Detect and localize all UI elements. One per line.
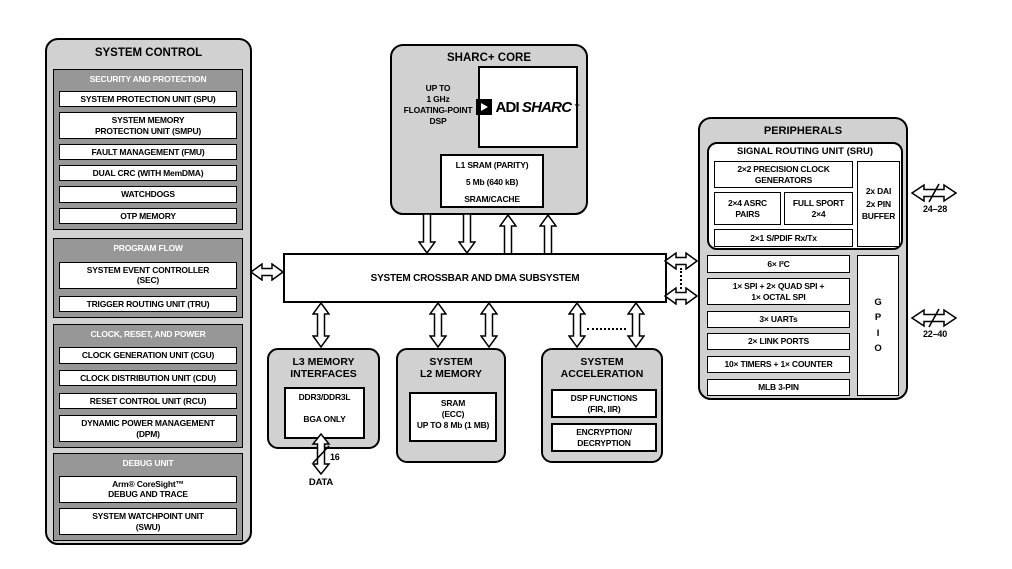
acceleration-title: SYSTEM ACCELERATION — [560, 356, 644, 381]
ddr3-box: DDR3/DDR3L BGA ONLY — [284, 387, 365, 439]
section-header: CLOCK, RESET, AND POWER — [90, 329, 206, 339]
section-debug-unit: DEBUG UNIT Arm® CoreSight™ DEBUG AND TRA… — [53, 453, 243, 541]
spi-box: 1× SPI + 2× QUAD SPI + 1× OCTAL SPI — [707, 278, 850, 305]
crossbar-l2-bidir-arrow-icon — [429, 302, 447, 348]
l1-sram-box: L1 SRAM (PARITY) 5 Mb (640 kB) SRAM/CACH… — [440, 154, 544, 208]
crossbar-l3-bidir-arrow-icon — [312, 302, 330, 348]
encryption-box: ENCRYPTION/ DECRYPTION — [551, 423, 657, 452]
crossbar-accel-bidir-arrow-icon — [568, 302, 586, 348]
l3-memory-title: L3 MEMORY INTERFACES — [290, 356, 357, 381]
trademark-symbol: ™ — [574, 104, 580, 110]
sru-title: SIGNAL ROUTING UNIT (SRU) — [737, 146, 873, 157]
system-control-box: SYSTEM CONTROL SECURITY AND PROTECTION S… — [45, 38, 252, 545]
dotted-connector — [587, 328, 626, 330]
spdif-box: 2×1 S/PDIF Rx/Tx — [714, 229, 853, 247]
crossbar-to-core-up-arrow-icon — [499, 214, 517, 254]
section-header: PROGRAM FLOW — [113, 243, 183, 253]
section-header: DEBUG UNIT — [122, 458, 174, 468]
block-watchdogs: WATCHDOGS — [59, 186, 237, 203]
adi-logo-text: ADI — [495, 98, 519, 116]
dotted-connector — [680, 268, 682, 289]
adi-sharc-logo-box: ADI SHARC ™ — [476, 66, 580, 148]
adi-triangle-icon — [476, 99, 493, 115]
block-coresight: Arm® CoreSight™ DEBUG AND TRACE — [59, 475, 237, 503]
core-to-crossbar-down-arrow-icon — [418, 214, 436, 254]
i2c-box: 6× I²C — [707, 255, 850, 273]
core-description: UP TO 1 GHz FLOATING-POINT DSP — [403, 83, 473, 127]
gpio-box: G P I O — [857, 255, 899, 396]
dai-pin-buffer-box: 2x DAI 2x PIN BUFFER — [857, 161, 900, 247]
l2-memory-title: SYSTEM L2 MEMORY — [419, 356, 483, 381]
sru-box: SIGNAL ROUTING UNIT (SRU) 2×2 PRECISION … — [707, 142, 903, 250]
block-otp-memory: OTP MEMORY — [59, 207, 237, 224]
block-dual-crc: DUAL CRC (WITH MemDMA) — [59, 165, 237, 182]
section-clock-reset-power: CLOCK, RESET, AND POWER CLOCK GENERATION… — [53, 324, 243, 448]
section-program-flow: PROGRAM FLOW SYSTEM EVENT CONTROLLER (SE… — [53, 238, 243, 318]
peripherals-box: PERIPHERALS SIGNAL ROUTING UNIT (SRU) 2×… — [698, 117, 908, 400]
timers-counter-box: 10× TIMERS + 1× COUNTER — [707, 356, 850, 373]
control-crossbar-bidir-arrow-icon — [250, 263, 284, 281]
block-tru: TRIGGER ROUTING UNIT (TRU) — [59, 295, 237, 312]
dai-pins-bus-arrow-icon — [911, 183, 957, 203]
block-smpu: SYSTEM MEMORY PROTECTION UNIT (SMPU) — [59, 112, 237, 139]
l2-memory-box: SYSTEM L2 MEMORY SRAM (ECC) UP TO 8 Mb (… — [396, 348, 506, 463]
crossbar-to-core-up-arrow-icon — [539, 214, 557, 254]
precision-clock-generators-box: 2×2 PRECISION CLOCK GENERATORS — [714, 161, 853, 188]
l3-memory-box: L3 MEMORY INTERFACES DDR3/DDR3L BGA ONLY — [267, 348, 380, 449]
gpio-pins-bus-arrow-icon — [911, 308, 957, 328]
crossbar-label: SYSTEM CROSSBAR AND DMA SUBSYSTEM — [370, 272, 580, 284]
gpio-pins-label: 22–40 — [922, 329, 948, 339]
crossbar-peripherals-bidir-arrow-icon — [664, 287, 698, 305]
block-rcu: RESET CONTROL UNIT (RCU) — [59, 392, 237, 409]
block-cgu: CLOCK GENERATION UNIT (CGU) — [59, 347, 237, 364]
block-spu: SYSTEM PROTECTION UNIT (SPU) — [59, 90, 237, 108]
crossbar-accel-bidir-arrow-icon — [627, 302, 645, 348]
l3-data-label: DATA — [308, 477, 334, 488]
peripherals-title: PERIPHERALS — [763, 125, 843, 137]
crossbar-peripherals-bidir-arrow-icon — [664, 252, 698, 270]
asrc-pairs-box: 2×4 ASRC PAIRS — [714, 192, 781, 225]
system-crossbar: SYSTEM CROSSBAR AND DMA SUBSYSTEM — [283, 253, 667, 303]
link-ports-box: 2× LINK PORTS — [707, 333, 850, 350]
crossbar-l2-bidir-arrow-icon — [480, 302, 498, 348]
acceleration-box: SYSTEM ACCELERATION DSP FUNCTIONS (FIR, … — [541, 348, 663, 463]
block-cdu: CLOCK DISTRIBUTION UNIT (CDU) — [59, 369, 237, 387]
dai-pins-label: 24–28 — [922, 204, 948, 214]
section-header: SECURITY AND PROTECTION — [89, 74, 207, 84]
system-control-title: SYSTEM CONTROL — [94, 47, 203, 59]
core-to-crossbar-down-arrow-icon — [458, 214, 476, 254]
section-security-and-protection: SECURITY AND PROTECTION SYSTEM PROTECTIO… — [53, 69, 243, 230]
sharc-core-title: SHARC+ CORE — [446, 52, 532, 64]
block-fmu: FAULT MANAGEMENT (FMU) — [59, 143, 237, 161]
l2-sram-box: SRAM (ECC) UP TO 8 Mb (1 MB) — [409, 392, 497, 442]
full-sport-box: FULL SPORT 2×4 — [784, 192, 853, 225]
block-sec: SYSTEM EVENT CONTROLLER (SEC) — [59, 261, 237, 289]
mlb-box: MLB 3-PIN — [707, 379, 850, 396]
dsp-functions-box: DSP FUNCTIONS (FIR, IIR) — [551, 389, 657, 418]
l3-bus-width-label: 16 — [330, 452, 340, 462]
l3-data-bus-arrow-icon — [311, 433, 331, 475]
sharc-logo-text: SHARC — [521, 98, 572, 116]
adi-sharc-logo: ADI SHARC ™ — [476, 98, 580, 116]
sharc-core-box: SHARC+ CORE UP TO 1 GHz FLOATING-POINT D… — [390, 44, 588, 215]
uarts-box: 3× UARTs — [707, 311, 850, 328]
block-swu: SYSTEM WATCHPOINT UNIT (SWU) — [59, 508, 237, 535]
block-dpm: DYNAMIC POWER MANAGEMENT (DPM) — [59, 415, 237, 442]
